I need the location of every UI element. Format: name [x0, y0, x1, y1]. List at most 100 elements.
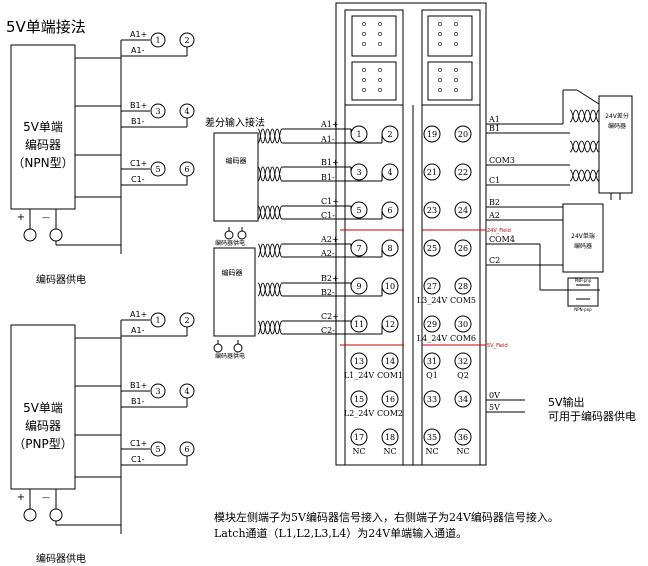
module-right-terminal — [423, 201, 441, 219]
led-icon — [362, 88, 366, 92]
output-desc-label: 可用于编码器供电 — [548, 409, 636, 423]
diff24-encoder-line1: 24V差分 — [605, 112, 629, 120]
pnp-terminal-num: 6 — [184, 445, 189, 454]
led-icon — [378, 42, 382, 46]
pnp-terminal — [150, 441, 166, 457]
pnp-terminal — [150, 383, 166, 399]
led-icon — [438, 22, 442, 26]
twisted-pair — [569, 169, 600, 182]
led-icon — [454, 22, 458, 26]
module-terminal-num: 29 — [427, 320, 437, 329]
diagram-title: 5V单端接法 — [6, 18, 86, 36]
module-right-signal-label: B2 — [489, 198, 500, 207]
diff-encoder-power-terminal — [233, 343, 243, 353]
module-left-terminal — [350, 352, 368, 370]
led-icon — [438, 32, 442, 36]
diff24-encoder-body — [598, 95, 633, 194]
module-terminal-num: 21 — [427, 168, 437, 177]
pnp-signal-label: B1+ — [130, 381, 147, 390]
pnp-plus-sign: + — [17, 492, 25, 503]
twisted-pair — [257, 320, 283, 335]
led-icon — [454, 42, 458, 46]
module-terminal-num: 36 — [458, 433, 468, 442]
led-icon — [378, 78, 382, 82]
module-terminal-num: 7 — [356, 244, 361, 253]
led-panel — [427, 15, 473, 57]
pnp-signal-label: A1- — [131, 326, 145, 335]
diff-encoder1-body — [213, 132, 259, 222]
module-terminal-num: 17 — [354, 433, 364, 442]
twist-strand — [257, 282, 283, 297]
pnp-minus-sign: — — [42, 493, 50, 502]
module-right-terminal — [454, 201, 472, 219]
module-led-window-right — [421, 9, 481, 106]
module-terminal-num: 28 — [458, 282, 468, 291]
pnp-encoder-line1: 5V单端 — [23, 401, 63, 415]
module-signal-label: B1+ — [321, 158, 339, 167]
twisted-pair — [257, 166, 283, 182]
module-terminal-num: 16 — [385, 395, 395, 404]
led-icon — [378, 88, 382, 92]
module-right-terminal — [454, 352, 472, 370]
diff-encoder2-body — [213, 247, 256, 337]
module-signal-label: A2+ — [320, 235, 339, 244]
twist-strand — [569, 169, 600, 182]
pnp-terminal-num: 2 — [184, 316, 189, 325]
module-terminal-num: 8 — [387, 244, 392, 253]
module-right-terminal — [454, 277, 472, 295]
module-right-terminal — [423, 239, 441, 257]
pnp-power-terminal — [49, 508, 63, 522]
module-terminal-sub: L2_24V — [344, 409, 375, 418]
npn-encoder-line1: 5V单端 — [23, 120, 63, 134]
pnp-terminal — [150, 312, 166, 328]
led-icon — [454, 78, 458, 82]
module-terminal-num: 22 — [458, 168, 468, 177]
module-right-terminal — [454, 390, 472, 408]
pnp-encoder-line3: （PNP型） — [13, 437, 72, 451]
npn-small-label: NPN-pnp — [574, 307, 592, 312]
module-signal-label: B2- — [321, 288, 335, 297]
twisted-pair — [569, 140, 600, 153]
module-terminal-sub: COM2 — [377, 409, 403, 418]
led-panel — [427, 61, 473, 101]
led-icon — [378, 32, 382, 36]
npn-plus-sign: + — [17, 212, 25, 223]
module-terminal-sub: COM6 — [450, 334, 476, 343]
module-led-window-left — [344, 9, 404, 106]
module-left-terminal — [381, 352, 399, 370]
module-terminal-num: 15 — [354, 395, 364, 404]
module-right-terminal — [454, 125, 472, 143]
twist-strand — [257, 320, 283, 335]
module-terminal-sub: NC — [456, 447, 469, 456]
field-5v-label: 5V_Field — [487, 343, 508, 349]
module-right-signal-label: A2 — [488, 211, 500, 220]
module-right-terminal — [454, 239, 472, 257]
npn-encoder-line2: 编码器 — [25, 137, 61, 152]
module-terminal-num: 20 — [458, 130, 468, 139]
module-right-terminal — [454, 163, 472, 181]
led-icon — [438, 42, 442, 46]
diff-title: 差分输入接法 — [205, 116, 265, 129]
npn-signal-label: C1+ — [130, 159, 147, 168]
single24-encoder-line2: 编码器 — [574, 242, 592, 250]
field-24v-label: 24V_Field — [487, 228, 511, 234]
npn-terminal-num: 6 — [184, 165, 189, 174]
module-terminal-num: 12 — [385, 320, 395, 329]
twist-strand — [257, 205, 283, 220]
npn-signal-label: C1- — [131, 175, 145, 184]
module-terminal-num: 1 — [356, 130, 361, 139]
npn-signal-label: B1- — [131, 117, 145, 126]
module-terminal-sub: L4_24V — [417, 334, 448, 343]
npn-terminal-num: 4 — [184, 107, 189, 116]
module-terminal-num: 30 — [458, 320, 468, 329]
npn-encoder-body — [10, 44, 76, 210]
module-signal-label: B2+ — [321, 274, 339, 283]
twist-strand — [569, 109, 600, 123]
module-terminal-num: 33 — [427, 395, 437, 404]
module-terminal-num: 32 — [458, 357, 468, 366]
module-terminal-sub: L3_24V — [417, 296, 448, 305]
npn-terminal-num: 3 — [155, 107, 160, 116]
module-terminal-sub: NC — [352, 447, 365, 456]
module-terminal-num: 3 — [356, 168, 361, 177]
twisted-pair — [257, 243, 283, 258]
